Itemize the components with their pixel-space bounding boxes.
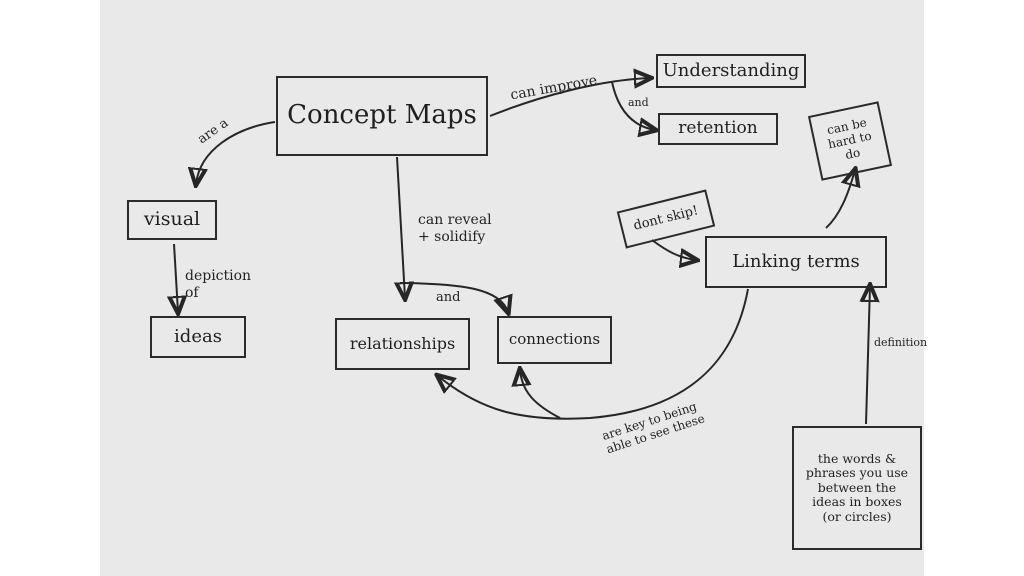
node-relationships: relationships: [335, 318, 470, 370]
node-understanding: Understanding: [656, 54, 806, 88]
paper-sheet: [100, 0, 924, 576]
node-concept-maps: Concept Maps: [276, 76, 488, 156]
node-ideas: ideas: [150, 316, 246, 358]
link-label-can-reveal: can reveal + solidify: [418, 212, 492, 245]
node-connections: connections: [497, 316, 612, 364]
arrow-concept-to-understanding: [489, 78, 650, 117]
arrow-branch-to-retention: [611, 81, 655, 130]
link-label-and-mid: and: [436, 290, 461, 305]
arrow-visual-to-ideas: [174, 243, 178, 312]
arrow-concept-to-visual: [196, 121, 276, 184]
link-label-definition: definition: [874, 336, 928, 349]
node-linking-terms: Linking terms: [705, 236, 887, 288]
arrow-dontskip-to-linking: [651, 239, 696, 260]
arrow-definition-to-linking: [866, 286, 870, 425]
node-definition: the words & phrases you use between the …: [792, 426, 922, 550]
arrow-linking-to-hardtodo: [825, 170, 855, 229]
arrow-linking-to-relationships: [438, 288, 749, 420]
node-visual: visual: [127, 200, 217, 240]
link-label-depiction-of: depiction of: [185, 268, 252, 301]
arrow-to-connections: [520, 370, 561, 419]
arrow-concept-to-relationships: [397, 156, 405, 298]
link-label-and-top: and: [628, 96, 649, 109]
node-retention: retention: [658, 113, 778, 145]
arrow-branch-to-connections: [404, 282, 508, 312]
